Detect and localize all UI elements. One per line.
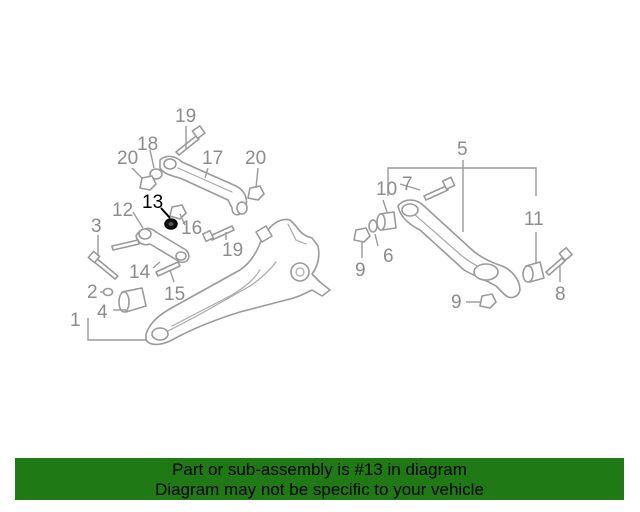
upper-control-arm: [159, 155, 248, 216]
bolt: [175, 125, 206, 156]
callout-6: 6: [383, 246, 394, 267]
callout-3: 3: [91, 216, 102, 237]
lateral-link: [135, 227, 190, 264]
washer: [368, 219, 378, 233]
nut: [169, 204, 187, 220]
callout-1: 1: [70, 310, 81, 331]
callout-13-highlighted: 13: [142, 192, 163, 213]
nut: [139, 175, 157, 191]
bushing: [118, 287, 147, 313]
callout-19-top: 19: [175, 106, 196, 127]
bolt: [155, 261, 181, 277]
nut: [479, 293, 497, 309]
banner-line-part: Part or sub-assembly is #13 in diagram: [172, 460, 467, 479]
callout-20-right: 20: [245, 148, 266, 169]
bushing: [376, 211, 397, 231]
callout-19-bottom: 19: [222, 240, 243, 261]
callout-15: 15: [164, 284, 185, 305]
callout-4: 4: [97, 302, 108, 323]
lower-control-arm: [397, 199, 521, 299]
bolt: [201, 225, 235, 243]
nut: [353, 227, 371, 243]
leader-lines: [87, 126, 561, 341]
bolt: [111, 239, 140, 251]
callout-7: 7: [402, 174, 413, 195]
callout-14: 14: [129, 262, 151, 283]
callout-9-upper: 9: [355, 260, 366, 281]
bushing: [522, 261, 545, 283]
callout-17: 17: [202, 148, 223, 169]
bolt: [423, 176, 456, 201]
banner-line-disclaimer: Diagram may not be specific to your vehi…: [155, 480, 484, 499]
callout-12: 12: [112, 200, 133, 221]
callout-11: 11: [524, 209, 544, 230]
callout-5: 5: [457, 139, 468, 160]
long-bolt: [87, 250, 119, 280]
vehicle-notice-banner: Part or sub-assembly is #13 in diagram D…: [15, 458, 624, 500]
trailing-arm: [145, 218, 331, 346]
washer: [102, 287, 114, 297]
bolt: [545, 246, 573, 276]
nut: [247, 185, 265, 201]
callout-18: 18: [137, 134, 158, 155]
callout-labels: 1 2 3 4 5 6 7 8 9 9 10 11 12 13 14 15 16…: [70, 106, 566, 331]
highlighted-nut: [164, 218, 178, 230]
callout-20-left: 20: [117, 148, 138, 169]
callout-16: 16: [181, 218, 202, 239]
callout-9-lower: 9: [451, 292, 462, 313]
callout-10: 10: [376, 179, 397, 200]
callout-8: 8: [555, 284, 566, 305]
callout-2: 2: [87, 282, 98, 303]
